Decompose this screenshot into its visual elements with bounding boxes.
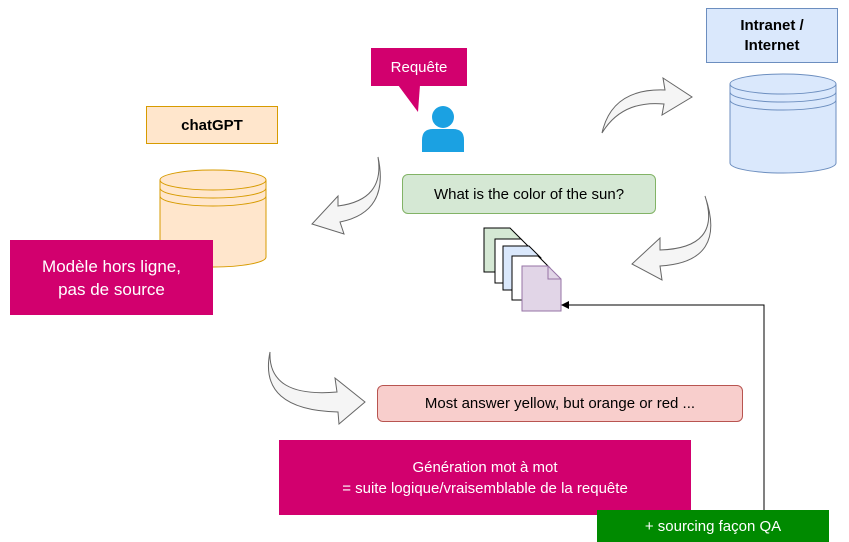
sourcing-connector bbox=[561, 301, 765, 510]
curved-arrow-icon bbox=[268, 76, 712, 426]
intranet-database-icon bbox=[729, 73, 837, 174]
request-label: Requête bbox=[371, 48, 467, 86]
request-callout-tail bbox=[398, 85, 420, 112]
documents-icon bbox=[483, 227, 562, 312]
intranet-label: Intranet / Internet bbox=[706, 8, 838, 63]
user-icon bbox=[422, 106, 464, 152]
answer-box: Most answer yellow, but orange or red ..… bbox=[377, 385, 743, 422]
generation-label: Génération mot à mot = suite logique/vra… bbox=[279, 440, 691, 515]
sourcing-label: + sourcing façon QA bbox=[597, 510, 829, 542]
offline-model-label: Modèle hors ligne, pas de source bbox=[10, 240, 213, 315]
question-box: What is the color of the sun? bbox=[402, 174, 656, 214]
chatgpt-label: chatGPT bbox=[146, 106, 278, 144]
